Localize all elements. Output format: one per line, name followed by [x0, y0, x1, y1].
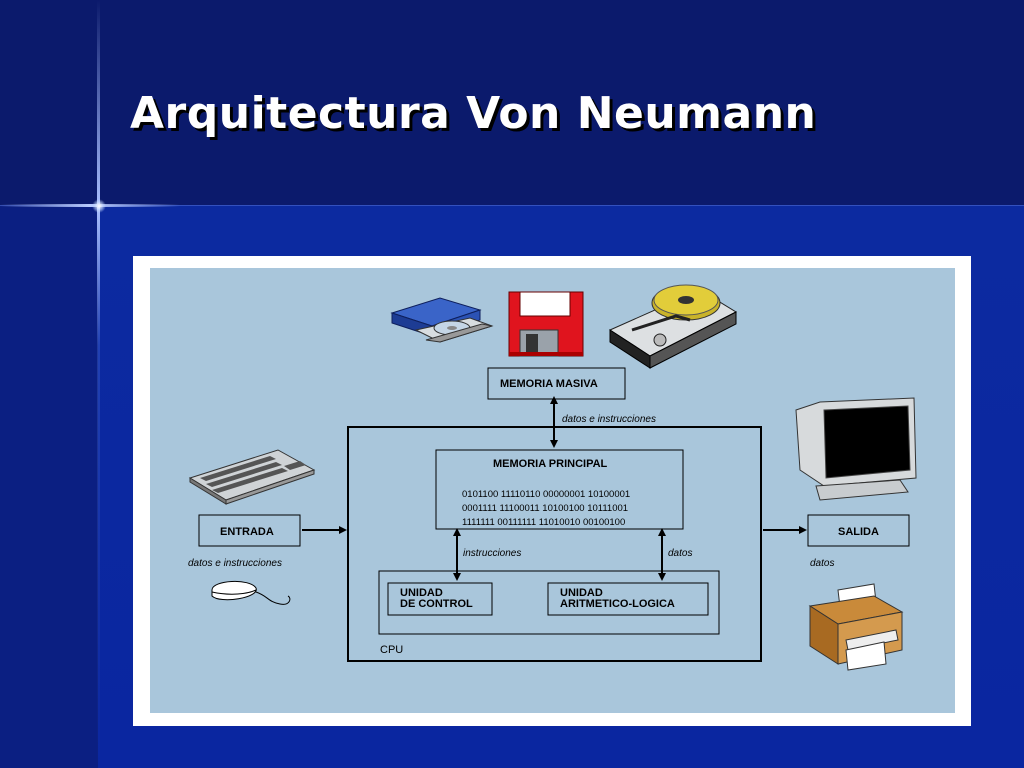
memoria-masiva-box: [487, 367, 626, 400]
label-datos-right: datos: [810, 558, 834, 569]
floppy-disk-icon: [508, 291, 584, 357]
diagram-panel-border: [148, 266, 956, 714]
mouse-icon: [211, 581, 291, 605]
salida-box: [807, 514, 910, 547]
unidad-control-label-2: DE CONTROL: [400, 598, 473, 610]
label-datos-instrucciones-top: datos e instrucciones: [562, 414, 656, 425]
monitor-icon: [795, 397, 917, 501]
label-datos-alu: datos: [668, 548, 692, 559]
entrada-label: ENTRADA: [220, 526, 274, 538]
hard-disk-icon: [608, 284, 738, 369]
printer-icon: [808, 583, 904, 671]
unidad-alu-box: [547, 582, 709, 616]
unidad-alu-label-2: ARITMETICO-LOGICA: [560, 598, 675, 610]
cd-drive-icon: [390, 297, 494, 343]
divider-glow: [0, 204, 180, 207]
label-datos-instrucciones-left: datos e instrucciones: [188, 558, 282, 569]
sparkle-decoration: [92, 199, 106, 213]
unidad-control-box: [387, 582, 493, 616]
keyboard-icon: [188, 449, 316, 505]
label-instrucciones: instrucciones: [463, 548, 521, 559]
memoria-masiva-label: MEMORIA MASIVA: [500, 378, 598, 390]
binary-line-3: 1111111 00111111 11010010 00100100: [462, 517, 625, 528]
header-band: [0, 0, 1024, 205]
memoria-principal-box: [435, 449, 684, 530]
binary-line-1: 0101100 11110110 00000001 10100001: [462, 489, 630, 500]
entrada-box: [198, 514, 301, 547]
memoria-principal-label: MEMORIA PRINCIPAL: [493, 458, 608, 470]
unidad-alu-label-1: UNIDAD: [560, 587, 603, 599]
unidad-control-label-1: UNIDAD: [400, 587, 443, 599]
computer-box: [347, 426, 762, 662]
salida-label: SALIDA: [838, 526, 879, 538]
divider-line: [0, 205, 1024, 206]
binary-line-2: 0001111 11100011 10100100 10111001: [462, 503, 628, 514]
slide-title: Arquitectura Von Neumann: [130, 88, 817, 139]
vertical-glow-line: [97, 0, 100, 768]
cpu-label: CPU: [380, 644, 403, 656]
left-band: [0, 205, 98, 768]
